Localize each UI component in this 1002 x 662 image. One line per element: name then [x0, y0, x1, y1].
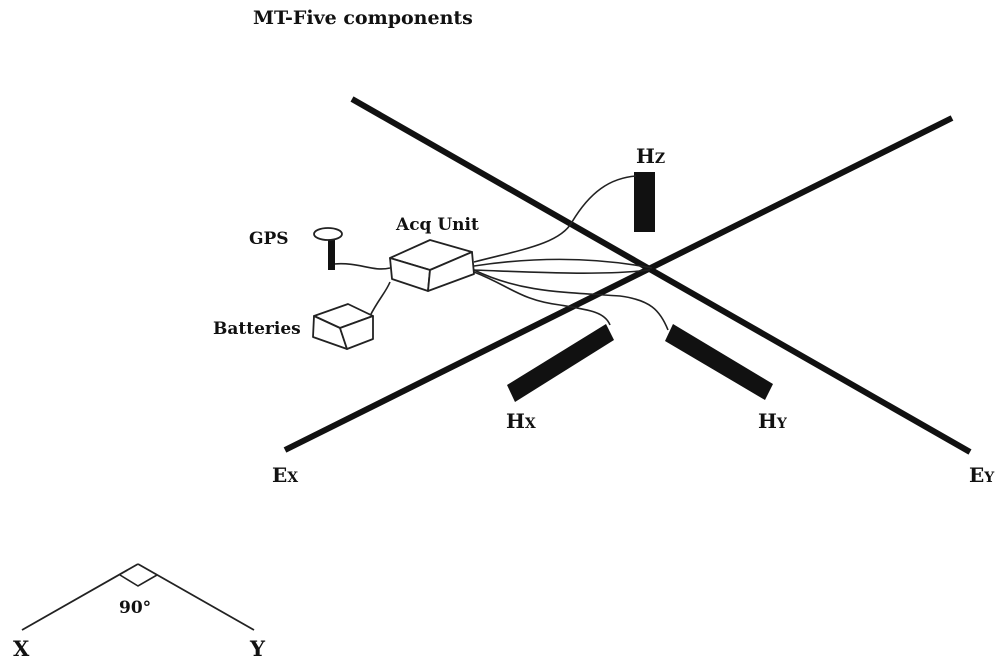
cable-to-ey-junction — [473, 269, 651, 274]
acq-unit-box — [389, 239, 475, 292]
angle-label: 90° — [119, 598, 151, 618]
orientation-reference — [21, 563, 255, 631]
hz-label: HZ — [636, 144, 665, 168]
cable-group — [333, 175, 669, 331]
diagram-title: MT-Five components — [253, 7, 473, 29]
cable-to-hx — [473, 271, 611, 326]
right-angle-marker — [119, 574, 158, 587]
hz-coil — [634, 172, 655, 232]
cable-to-hy — [473, 269, 669, 331]
batteries-label: Batteries — [213, 319, 301, 339]
acq-unit-label: Acq Unit — [395, 215, 479, 235]
ex-dipole-line — [283, 115, 954, 453]
gps-label: GPS — [249, 229, 289, 249]
cable-to-hz — [473, 175, 637, 263]
cable-batteries-to-acq — [369, 281, 391, 317]
cable-gps-to-acq — [333, 262, 391, 270]
ey-dipole-line — [350, 96, 972, 455]
gps-antenna-icon — [313, 227, 343, 270]
y-axis-label: Y — [249, 636, 266, 661]
hx-coil — [507, 324, 614, 402]
ey-label: EY — [969, 463, 995, 487]
cable-to-ex-junction — [473, 258, 653, 269]
hy-label: HY — [758, 409, 788, 433]
batteries-box — [312, 303, 374, 350]
hx-label: HX — [506, 409, 536, 433]
hy-coil — [665, 324, 773, 400]
ex-label: EX — [272, 463, 298, 487]
x-axis-label: X — [13, 636, 30, 661]
